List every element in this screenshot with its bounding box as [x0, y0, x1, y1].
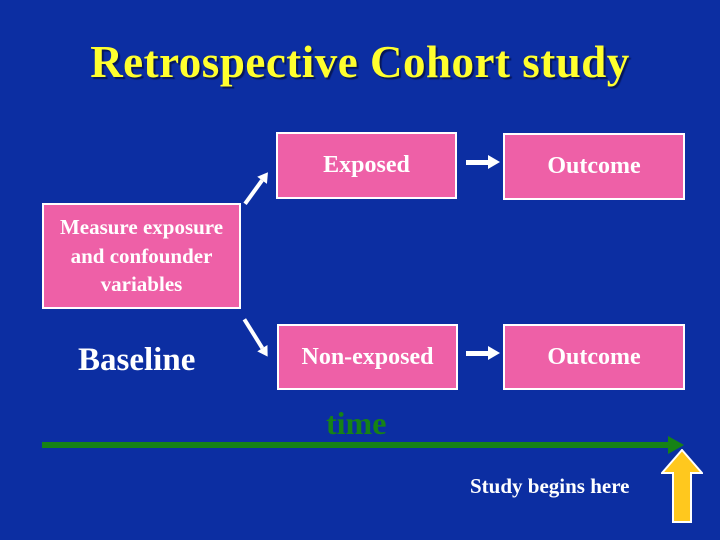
- slide-title: Retrospective Cohort study: [90, 37, 630, 87]
- study-begins-here-label: Study begins here: [470, 474, 630, 498]
- measure-exposure-box-label: Measure exposure and confounder variable…: [59, 214, 224, 297]
- arrow-shaft: [466, 350, 488, 356]
- exposed-box: Exposed: [276, 132, 457, 199]
- timeline-right-arrow-icon: [42, 442, 669, 448]
- outcome-exposed-box: Outcome: [503, 133, 685, 200]
- baseline-label: Baseline: [78, 342, 196, 378]
- non-exposed-box: Non-exposed: [277, 324, 458, 390]
- arrow-shaft: [242, 318, 265, 350]
- gold-up-arrow-icon: [661, 449, 703, 523]
- non-exposed-box-label: Non-exposed: [301, 343, 434, 370]
- arrow-head: [488, 155, 500, 169]
- exposed-box-label: Exposed: [323, 152, 410, 178]
- arrow-shaft: [243, 179, 264, 205]
- arrow-head: [488, 346, 500, 360]
- down-right-arrow-icon: [239, 316, 273, 360]
- right-arrow-icon: [466, 155, 500, 169]
- arrow-shaft: [466, 159, 488, 165]
- right-arrow-icon: [466, 346, 500, 360]
- outcome-non-exposed-box-label: Outcome: [547, 343, 641, 370]
- time-label: time: [326, 405, 387, 441]
- timeline-arrow-head: [668, 436, 684, 454]
- measure-exposure-box: Measure exposure and confounder variable…: [42, 203, 241, 309]
- outcome-exposed-box-label: Outcome: [547, 153, 641, 179]
- up-right-arrow-icon: [240, 168, 273, 208]
- outcome-non-exposed-box: Outcome: [503, 324, 685, 390]
